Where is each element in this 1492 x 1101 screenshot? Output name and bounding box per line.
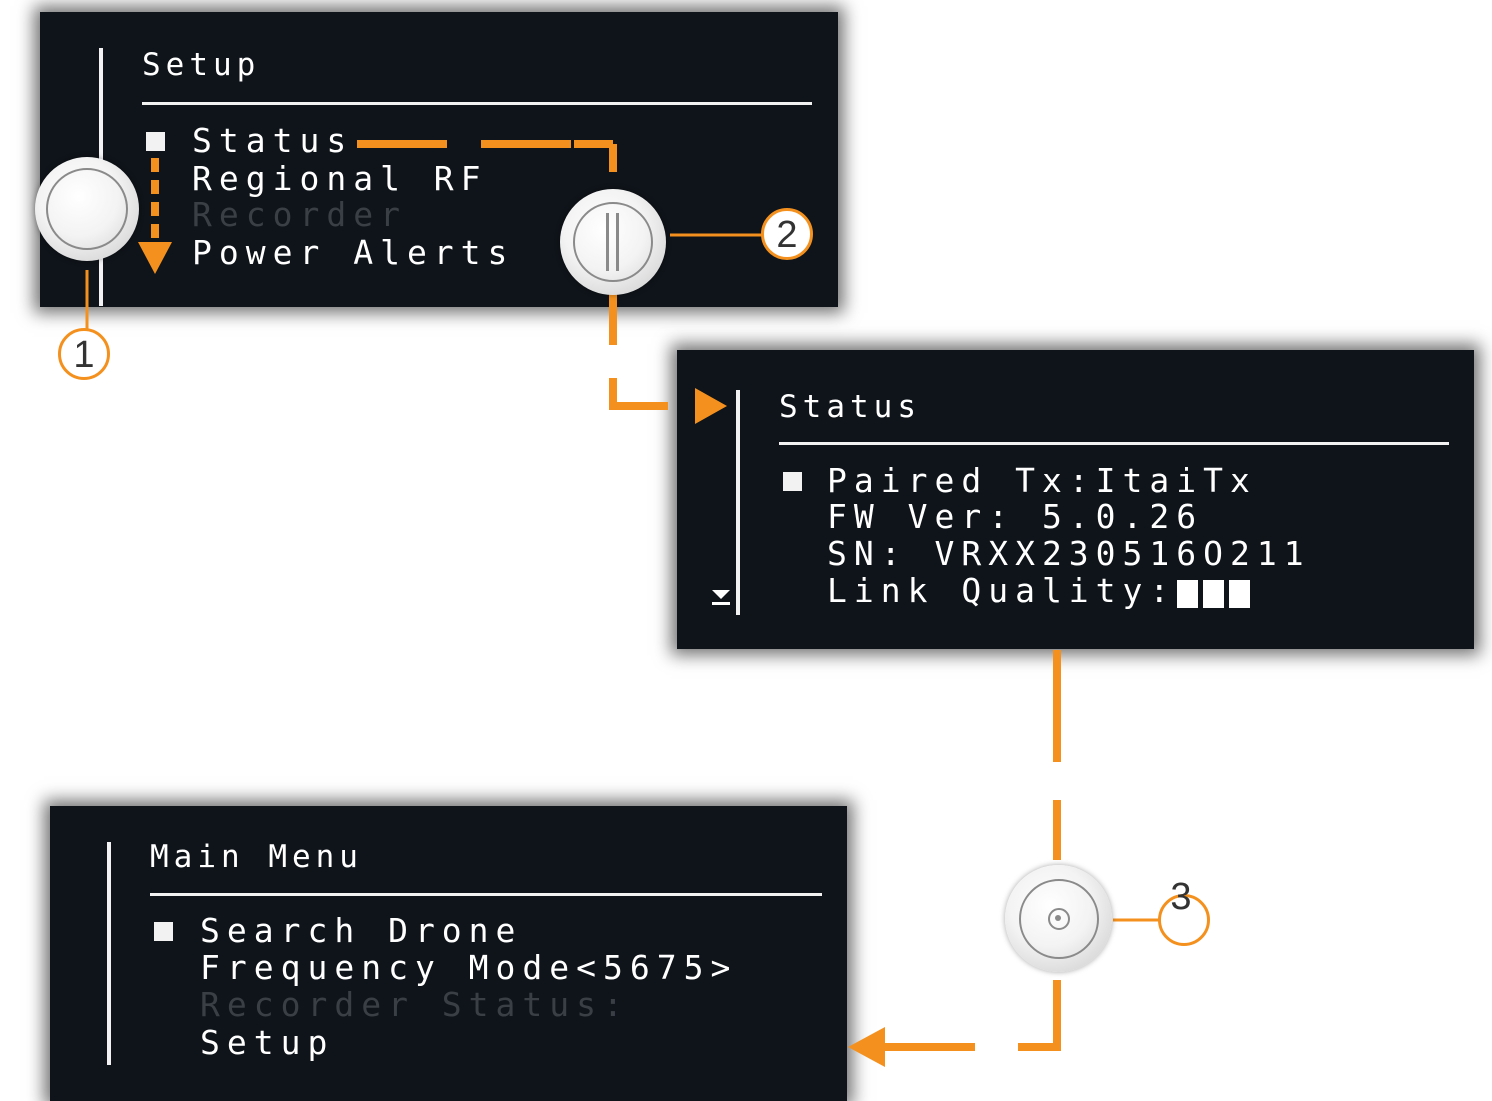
link-quality-bars <box>1177 580 1252 608</box>
status-serial-number: SN: VRXX230516O211 <box>827 534 1311 573</box>
selection-marker <box>154 922 173 941</box>
main-menu-screen: Main Menu Search Drone Frequency Mode<56… <box>50 806 847 1101</box>
scroll-wheel-knob-icon[interactable] <box>35 157 139 261</box>
callout-2: 2 <box>761 208 813 260</box>
menu-item-recorder[interactable]: Recorder <box>192 195 407 234</box>
selection-marker <box>146 132 165 151</box>
menu-item-regional-rf[interactable]: Regional RF <box>192 159 488 198</box>
menu-item-status[interactable]: Status <box>192 121 354 160</box>
setup-screen: Setup Status Regional RF Recorder Power … <box>40 12 838 307</box>
callout-3: 3 <box>1158 878 1210 946</box>
menu-item-recorder-status[interactable]: Recorder Status: <box>200 985 630 1024</box>
back-button-icon[interactable] <box>1005 865 1112 972</box>
main-menu-scrollbar <box>107 842 111 1065</box>
status-flow-arrow-icon <box>357 140 727 424</box>
scroll-down-icon <box>712 590 730 605</box>
main-menu-title: Main Menu <box>150 839 363 875</box>
callout-1: 1 <box>58 328 110 380</box>
select-button-icon[interactable] <box>560 189 666 295</box>
menu-item-setup[interactable]: Setup <box>200 1023 335 1062</box>
main-menu-divider <box>150 893 822 896</box>
setup-screen-title: Setup <box>142 47 261 83</box>
scroll-down-arrow-icon <box>138 158 172 274</box>
status-paired-tx: Paired Tx:ItaiTx <box>827 461 1257 500</box>
menu-item-power-alerts[interactable]: Power Alerts <box>192 233 515 272</box>
status-fw-version: FW Ver: 5.0.26 <box>827 497 1204 536</box>
menu-item-search-drone[interactable]: Search Drone <box>200 911 523 950</box>
back-flow-arrow-icon <box>848 650 1061 1067</box>
status-link-quality: Link Quality: <box>827 571 1177 610</box>
status-screen: Status Paired Tx:ItaiTx FW Ver: 5.0.26 S… <box>677 350 1474 649</box>
menu-item-frequency-mode[interactable]: Frequency Mode<5675> <box>200 948 738 987</box>
selection-marker <box>783 472 802 491</box>
status-screen-title: Status <box>779 389 921 425</box>
setup-screen-divider <box>142 102 812 105</box>
status-screen-scrollbar <box>736 390 740 615</box>
status-screen-divider <box>779 442 1449 445</box>
